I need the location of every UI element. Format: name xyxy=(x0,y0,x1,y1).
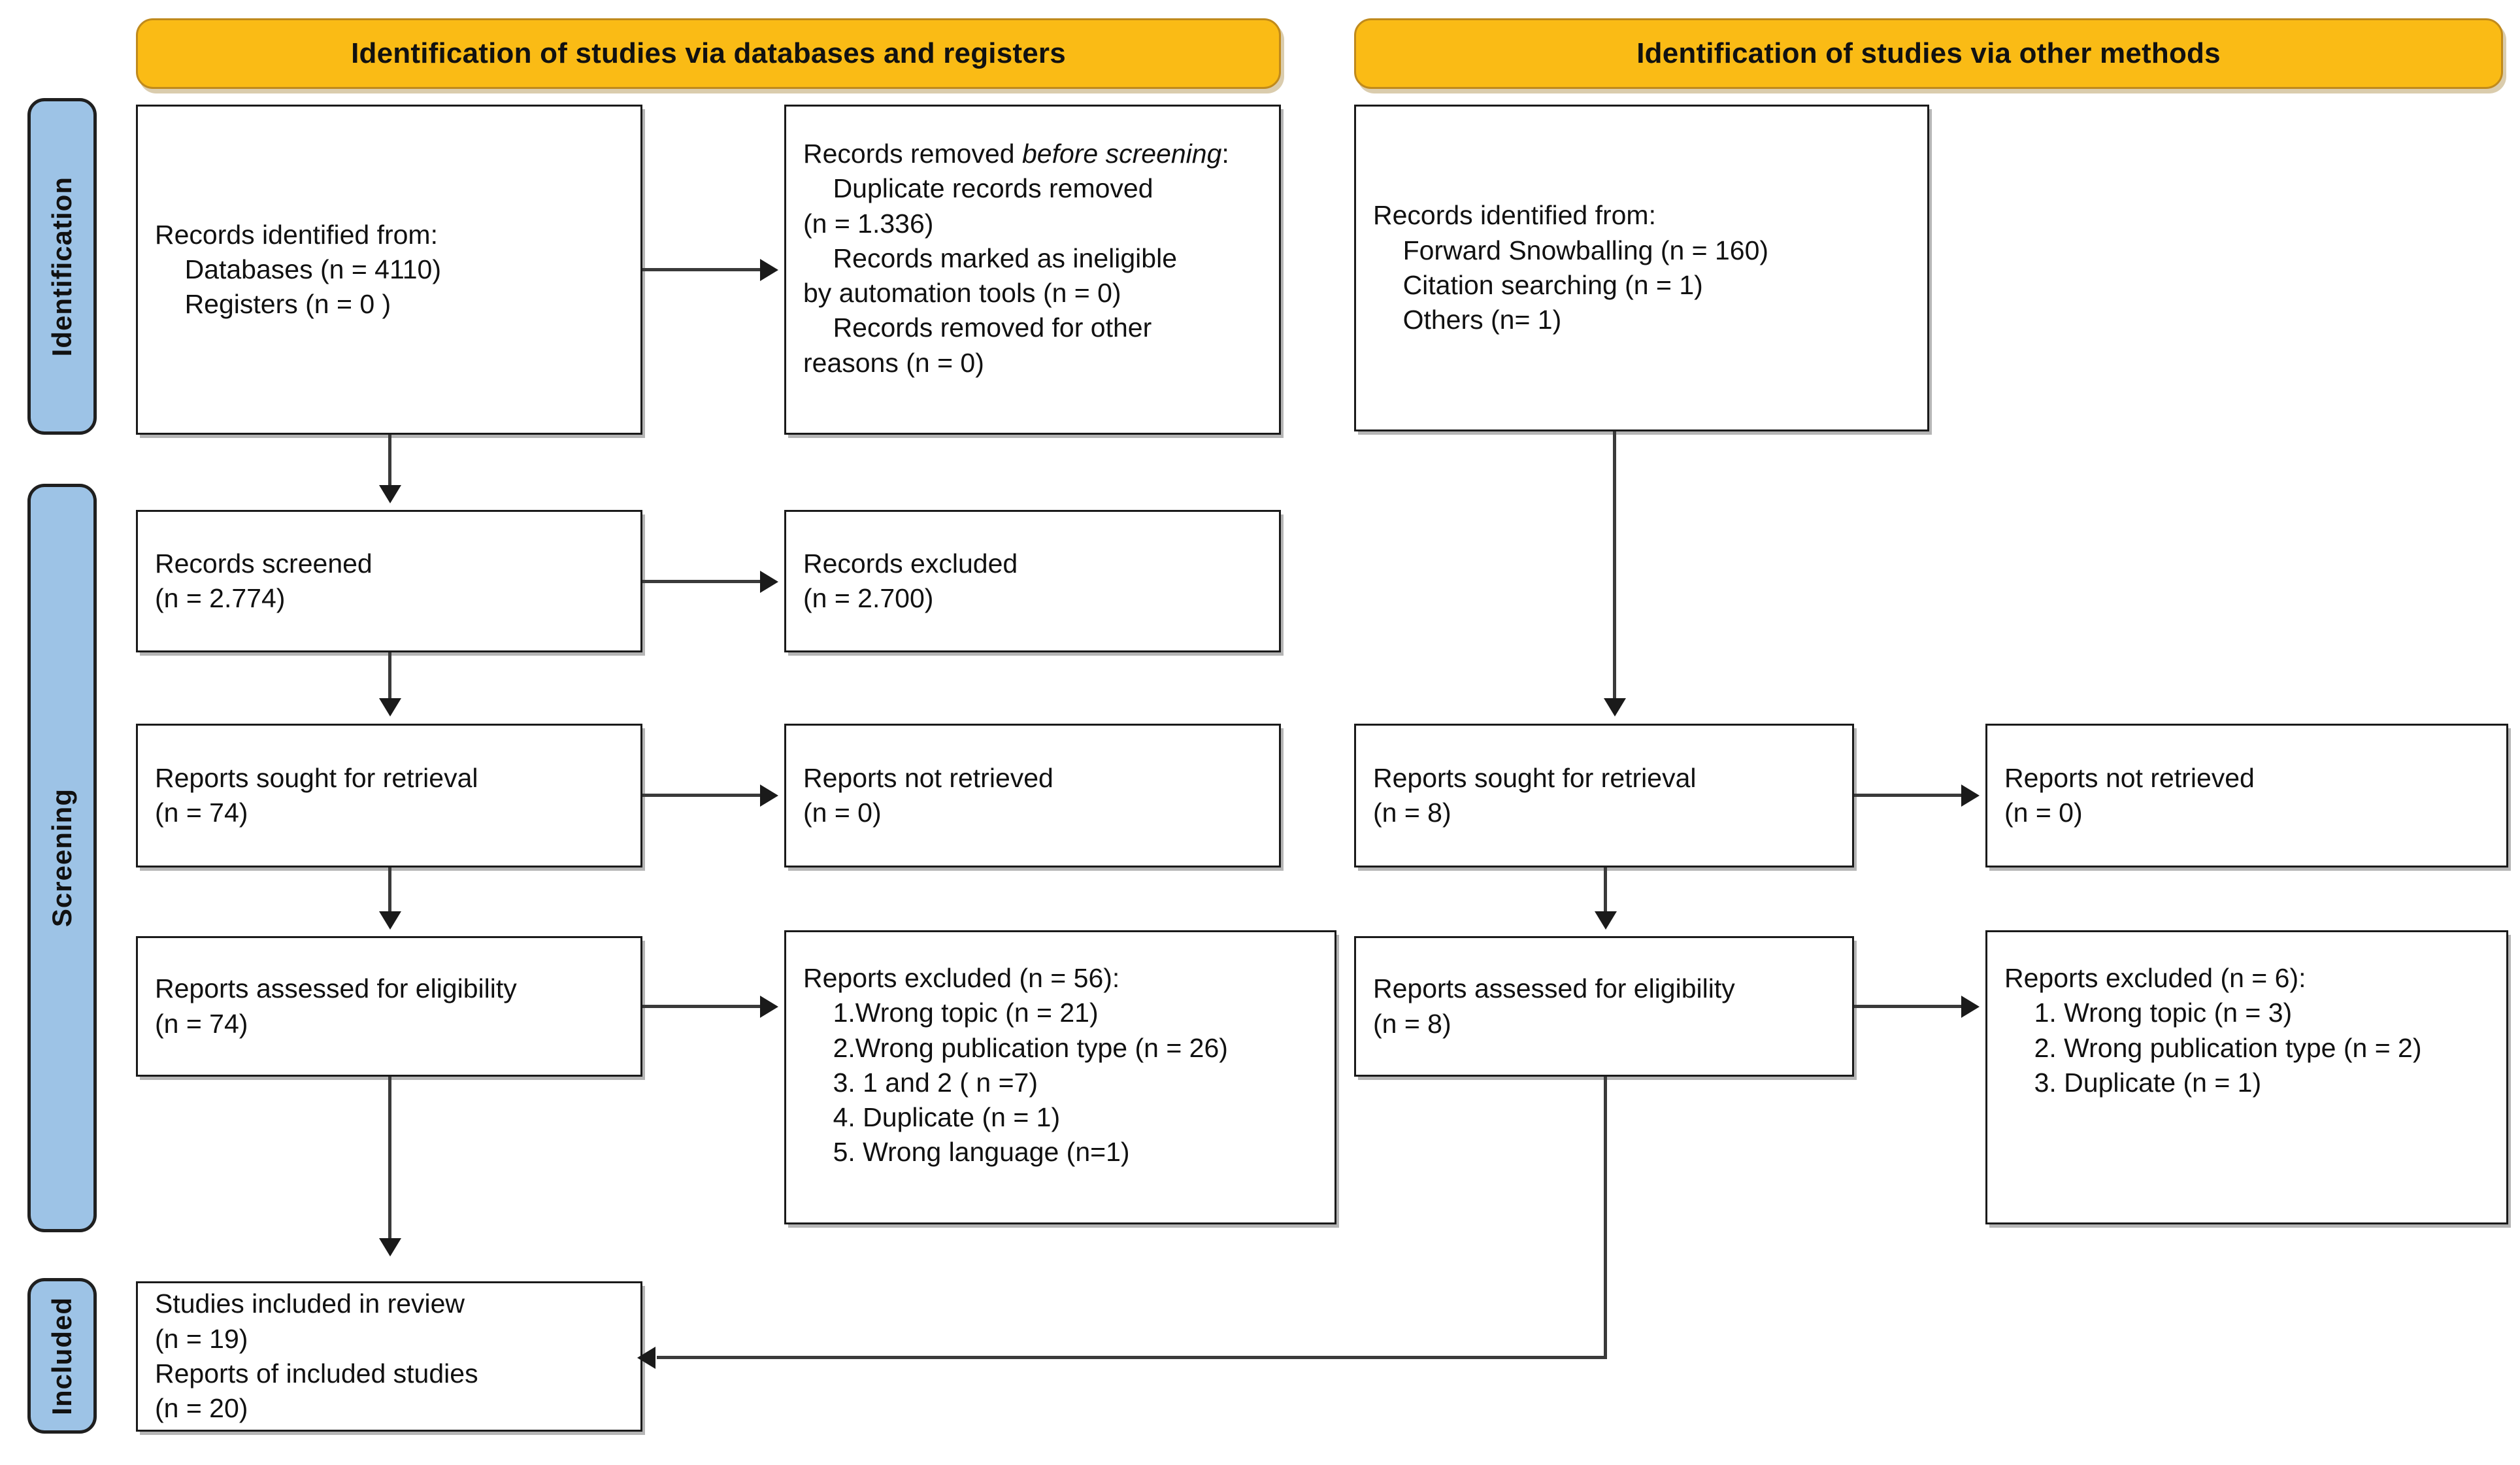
connector-right-assessed-down-to-included xyxy=(1604,1077,1607,1359)
arrow-sought-to-not-retrieved-left xyxy=(760,784,778,807)
box-records-identified-databases-text: Records identified from: Databases (n = … xyxy=(155,219,441,320)
box-reports-excluded-right: Reports excluded (n = 6): 1. Wrong topic… xyxy=(1985,930,2508,1224)
box-records-excluded: Records excluded (n = 2.700) xyxy=(784,510,1281,652)
box-records-identified-other-methods: Records identified from: Forward Snowbal… xyxy=(1354,105,1929,431)
arrow-right-assessed-to-excluded xyxy=(1961,996,1980,1018)
box-reports-assessed-right: Reports assessed for eligibility (n = 8) xyxy=(1354,936,1854,1077)
arrow-right-to-included xyxy=(637,1347,655,1369)
arrow-identified-to-screened xyxy=(379,485,401,503)
box-reports-assessed-left-text: Reports assessed for eligibility (n = 74… xyxy=(155,973,517,1039)
stage-label-identification: Identification xyxy=(27,98,97,435)
connector-identified-to-screened xyxy=(388,435,391,487)
arrow-assessed-to-included xyxy=(379,1238,401,1256)
arrow-identified-to-removed xyxy=(760,259,778,281)
box-reports-excluded-right-text: Reports excluded (n = 6): 1. Wrong topic… xyxy=(2004,963,2422,1098)
box-records-identified-databases: Records identified from: Databases (n = … xyxy=(136,105,642,435)
arrow-sought-to-assessed-left xyxy=(379,911,401,930)
stage-label-included: Included xyxy=(27,1278,97,1434)
box-records-removed-before-screening-text: Records removed before screening: Duplic… xyxy=(786,107,1279,380)
header-bar-other-methods: Identification of studies via other meth… xyxy=(1354,18,2503,89)
connector-identified-to-removed xyxy=(642,268,763,271)
box-reports-not-retrieved-right: Reports not retrieved (n = 0) xyxy=(1985,724,2508,867)
records-removed-emphasis: before screening xyxy=(1021,139,1222,169)
box-records-removed-before-screening: Records removed before screening: Duplic… xyxy=(784,105,1281,435)
box-reports-excluded-left-text: Reports excluded (n = 56): 1.Wrong topic… xyxy=(803,963,1228,1168)
box-studies-included-text: Studies included in review (n = 19) Repo… xyxy=(155,1288,478,1424)
stage-label-screening-text: Screening xyxy=(46,788,77,928)
stage-label-included-text: Included xyxy=(46,1296,77,1415)
connector-sought-to-not-retrieved-left xyxy=(642,794,763,797)
box-reports-not-retrieved-left-text: Reports not retrieved (n = 0) xyxy=(803,762,1053,828)
connector-sought-to-assessed-left xyxy=(388,867,391,913)
arrow-right-sought-to-assessed xyxy=(1595,911,1617,930)
header-bar-databases-registers: Identification of studies via databases … xyxy=(136,18,1281,89)
box-reports-assessed-left: Reports assessed for eligibility (n = 74… xyxy=(136,936,642,1077)
connector-right-assessed-to-excluded xyxy=(1854,1005,1964,1008)
box-reports-excluded-left: Reports excluded (n = 56): 1.Wrong topic… xyxy=(784,930,1336,1224)
box-records-screened-text: Records screened (n = 2.774) xyxy=(155,548,373,613)
box-records-screened: Records screened (n = 2.774) xyxy=(136,510,642,652)
connector-right-to-included-horizontal xyxy=(657,1356,1606,1359)
box-reports-not-retrieved-left: Reports not retrieved (n = 0) xyxy=(784,724,1281,867)
box-reports-not-retrieved-right-text: Reports not retrieved (n = 0) xyxy=(2004,762,2255,828)
box-reports-sought-left-text: Reports sought for retrieval (n = 74) xyxy=(155,762,478,828)
connector-screened-to-excluded xyxy=(642,580,763,583)
connector-right-identified-to-sought xyxy=(1613,431,1616,701)
records-removed-lead: Records removed xyxy=(803,139,1022,169)
connector-screened-to-sought xyxy=(388,652,391,699)
arrow-assessed-to-excluded-left xyxy=(760,996,778,1018)
connector-assessed-to-included xyxy=(388,1077,391,1240)
header-label-left: Identification of studies via databases … xyxy=(351,37,1066,69)
arrow-right-identified-to-sought xyxy=(1604,698,1626,716)
box-reports-assessed-right-text: Reports assessed for eligibility (n = 8) xyxy=(1373,973,1735,1039)
box-studies-included: Studies included in review (n = 19) Repo… xyxy=(136,1281,642,1432)
box-reports-sought-right: Reports sought for retrieval (n = 8) xyxy=(1354,724,1854,867)
box-records-identified-other-methods-text: Records identified from: Forward Snowbal… xyxy=(1373,200,1769,335)
records-removed-rest: : Duplicate records removed (n = 1.336) … xyxy=(803,139,1229,378)
box-reports-sought-right-text: Reports sought for retrieval (n = 8) xyxy=(1373,762,1697,828)
stage-label-screening: Screening xyxy=(27,484,97,1232)
arrow-screened-to-sought xyxy=(379,698,401,716)
box-reports-sought-left: Reports sought for retrieval (n = 74) xyxy=(136,724,642,867)
arrow-screened-to-excluded xyxy=(760,571,778,593)
connector-assessed-to-excluded-left xyxy=(642,1005,763,1008)
box-records-excluded-text: Records excluded (n = 2.700) xyxy=(803,548,1018,613)
header-label-right: Identification of studies via other meth… xyxy=(1636,37,2221,69)
connector-right-sought-to-assessed xyxy=(1604,867,1607,913)
arrow-right-sought-to-not-retrieved xyxy=(1961,784,1980,807)
stage-label-identification-text: Identification xyxy=(46,176,77,357)
connector-right-sought-to-not-retrieved xyxy=(1854,794,1964,797)
